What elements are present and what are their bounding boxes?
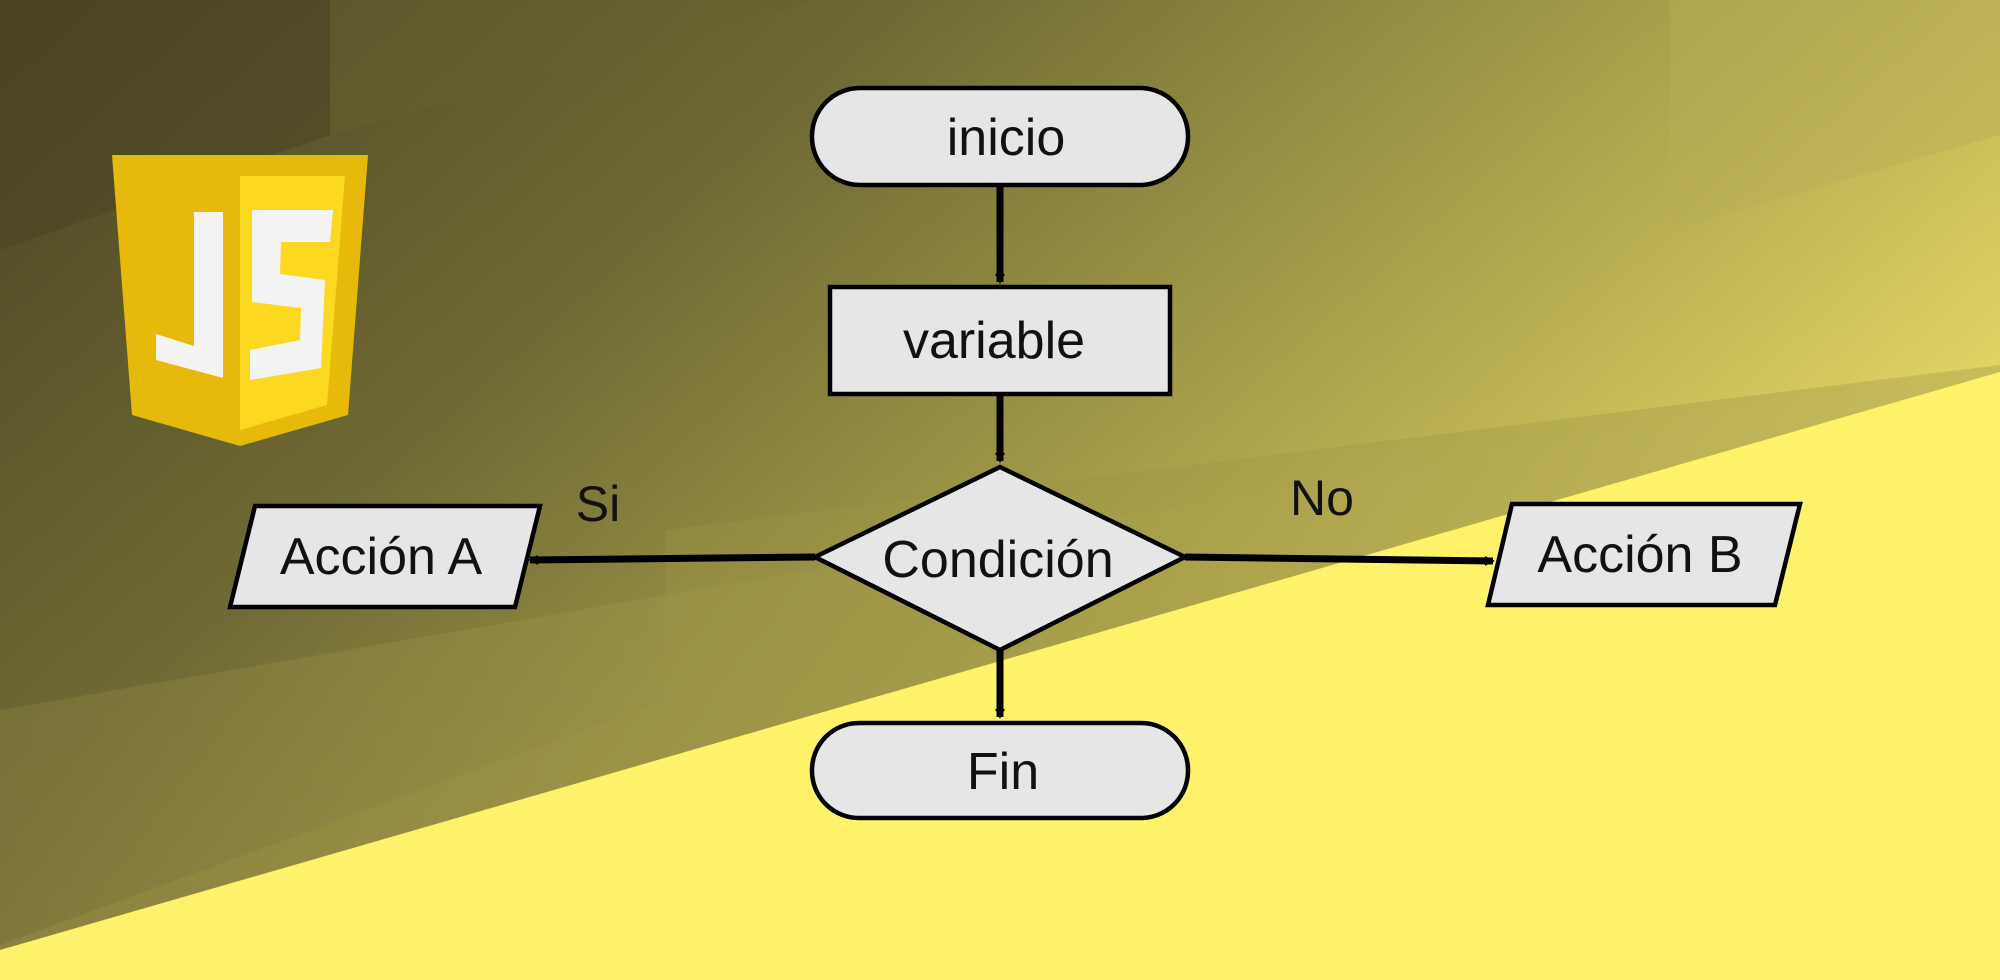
edge-condition-to-action-b: [1184, 553, 1495, 566]
node-end-label: Fin: [967, 743, 1039, 801]
node-action-b: Acción B: [1485, 501, 1803, 608]
node-condition: Condición: [809, 464, 1191, 653]
node-end: Fin: [809, 720, 1191, 821]
javascript-logo-icon: [112, 155, 368, 446]
node-start: inicio: [809, 85, 1191, 188]
edge-condition-to-action-a: [528, 553, 816, 565]
flow-edges: [528, 186, 1495, 719]
node-variable-label: variable: [903, 312, 1085, 370]
node-start-label: inicio: [947, 109, 1066, 167]
node-action-a: Acción A: [227, 503, 543, 610]
node-variable: variable: [827, 284, 1173, 397]
edge-label-no: No: [1290, 470, 1354, 526]
node-action-a-label: Acción A: [280, 528, 483, 586]
edge-label-si: Si: [576, 476, 620, 532]
node-action-b-label: Acción B: [1537, 526, 1742, 584]
node-condition-label: Condición: [882, 531, 1113, 589]
